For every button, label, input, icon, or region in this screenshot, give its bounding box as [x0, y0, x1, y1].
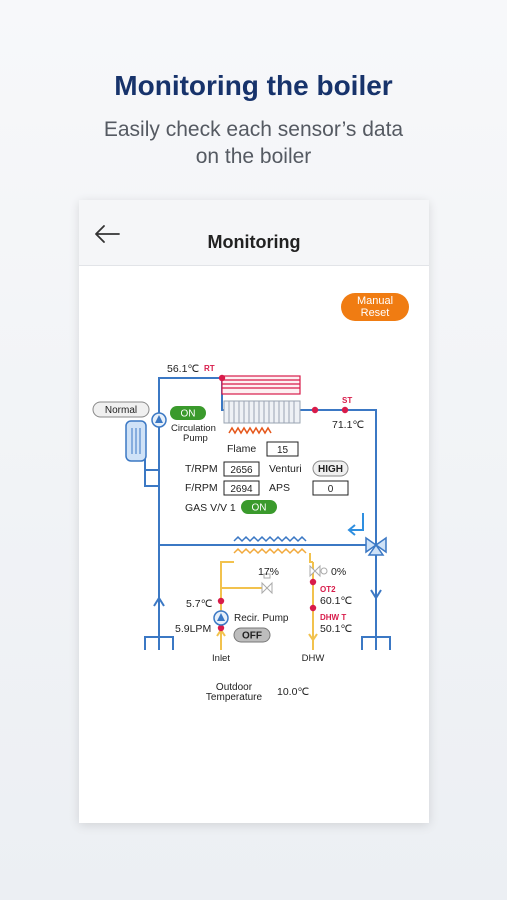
mixing-valve-icon — [309, 564, 328, 578]
mode-badge: Normal — [92, 401, 150, 418]
trpm-value: 2656 — [230, 465, 253, 476]
aps-label: APS — [269, 482, 290, 494]
blue-pipes — [144, 377, 377, 640]
outdoor-value: 10.0℃ — [277, 686, 309, 698]
aps-value-box — [312, 480, 349, 496]
inlet-temp-sensor-dot — [217, 597, 225, 605]
flow-up-arrow — [153, 597, 165, 607]
flame-value: 15 — [277, 445, 289, 456]
ot2-sensor-dot — [309, 578, 317, 586]
svg-text:Normal: Normal — [105, 405, 137, 416]
circulation-pump-icon — [151, 412, 167, 428]
circulation-state-badge: ON — [170, 406, 206, 420]
main-heat-exchanger — [221, 375, 301, 395]
inlet-label: Inlet — [212, 653, 230, 664]
pipe-cold-in — [144, 470, 159, 487]
app-header: Monitoring — [79, 200, 429, 266]
frpm-value-box — [223, 480, 260, 496]
dhwt-temp: 50.1℃ — [320, 623, 352, 635]
recirculation-pump-icon — [213, 610, 229, 626]
promo-subtitle: Easily check each sensor’s data on the b… — [0, 116, 507, 170]
gasvv-label: GAS V/V 1 — [185, 502, 236, 514]
three-way-valve-icon — [365, 536, 387, 556]
recir-state-badge — [233, 627, 271, 643]
arrow-left-icon[interactable] — [93, 224, 121, 244]
boiler-diagram: Normal ON Circulation Pump 56.1℃ RT ST 7… — [92, 363, 391, 703]
trpm-value-box — [223, 461, 260, 477]
valve1-percent: 17% — [258, 566, 279, 578]
phone-screen: Monitoring Manual Reset — [79, 200, 429, 823]
trpm-label: T/RPM — [185, 463, 218, 475]
outdoor-label-2: Temperature — [206, 692, 263, 703]
flame-label: Flame — [227, 443, 256, 455]
dhw-down-arrow — [308, 633, 318, 641]
st-sensor-dot-2 — [341, 406, 349, 414]
venturi-value: HIGH — [318, 464, 343, 475]
recir-state: OFF — [242, 631, 262, 642]
venturi-label: Venturi — [269, 463, 302, 475]
rt-label: RT — [204, 364, 215, 373]
bypass-valve-icon — [261, 573, 273, 595]
promo-subtitle-line2: on the boiler — [195, 145, 312, 168]
svg-text:ON: ON — [181, 409, 196, 420]
inlet-flow-sensor-dot — [217, 624, 225, 632]
st-temp: 71.1℃ — [332, 419, 364, 431]
manual-reset-line2: Reset — [360, 307, 390, 319]
circulation-pump-label-1: Circulation — [171, 423, 216, 434]
screen-title: Monitoring — [207, 232, 301, 252]
venturi-badge — [312, 460, 349, 477]
return-arrow-icon — [347, 513, 364, 536]
rt-sensor-dot — [218, 374, 226, 382]
circulation-pump-label-2: Pump — [183, 433, 208, 444]
dhw-label: DHW — [302, 653, 325, 664]
burner — [223, 400, 301, 435]
manual-reset-line1: Manual — [356, 295, 394, 307]
rt-temp: 56.1℃ — [167, 363, 199, 375]
gasvv-state-badge — [241, 500, 277, 514]
dhwt-sensor-dot — [309, 604, 317, 612]
st-label: ST — [342, 396, 352, 405]
promo-title: Monitoring the boiler — [114, 70, 393, 101]
flame-icon — [228, 426, 272, 435]
pipe-ends — [144, 636, 391, 650]
promo-subtitle-line1: Easily check each sensor’s data — [103, 118, 404, 141]
frpm-value: 2694 — [230, 484, 253, 495]
outdoor-label-1: Outdoor — [216, 682, 253, 693]
valve2-percent: 0% — [331, 566, 346, 578]
plate-heat-exchanger — [233, 535, 307, 555]
dhwt-label: DHW T — [320, 613, 346, 622]
st-sensor-dot — [311, 406, 319, 414]
flow-down-arrow — [370, 589, 382, 599]
inlet-temp: 5.7℃ — [186, 598, 213, 610]
flame-value-box — [266, 441, 299, 457]
manual-reset-button[interactable]: Manual Reset — [341, 293, 409, 321]
aps-value: 0 — [328, 484, 334, 495]
expansion-tank-icon — [125, 420, 147, 462]
gasvv-state: ON — [252, 503, 267, 514]
pipe-left-riser — [158, 377, 223, 545]
pipe-expansion — [144, 459, 159, 471]
frpm-label: F/RPM — [185, 482, 218, 494]
ot2-label: OT2 — [320, 585, 336, 594]
inlet-flow: 5.9LPM — [175, 623, 211, 635]
ot2-temp: 60.1℃ — [320, 595, 352, 607]
recir-pump-label: Recir. Pump — [234, 613, 289, 624]
